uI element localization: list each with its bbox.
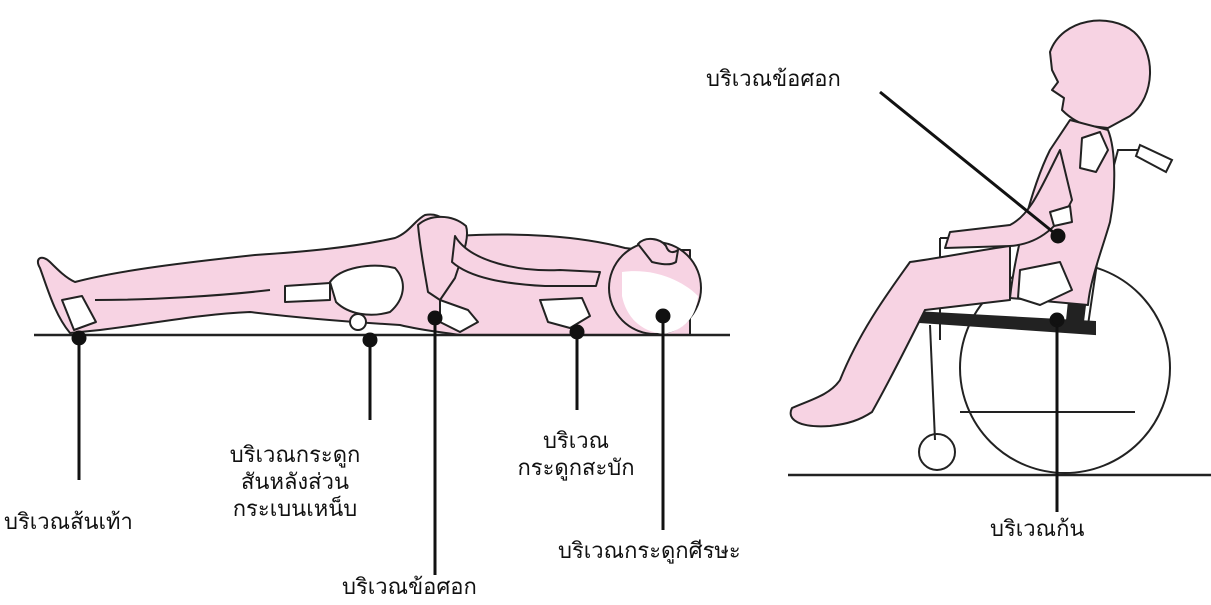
lying-figure (38, 214, 701, 335)
sitting-leg (791, 246, 1010, 426)
label-heel: บริเวณส้นเท้า (4, 509, 133, 536)
sitting-figure (791, 21, 1150, 427)
label-sacrum-line3: กระเบนเหน็บ (195, 496, 395, 523)
label-sacrum-line1: บริเวณกระดูก (195, 442, 395, 469)
label-scapula: บริเวณ กระดูกสะบัก (486, 428, 666, 482)
label-sacrum-line2: สันหลังส่วน (195, 469, 395, 496)
label-scapula-line1: บริเวณ (486, 428, 666, 455)
buttock-dot (1051, 314, 1063, 326)
elbow-lying-dot (429, 312, 441, 324)
heel-dot (73, 332, 85, 344)
wheelchair-caster (919, 434, 955, 470)
scapula-dot (571, 326, 583, 338)
label-buttock: บริเวณก้น (990, 516, 1084, 543)
sacrum-dot (364, 334, 376, 346)
label-occiput: บริเวณกระดูกศีรษะ (558, 538, 741, 565)
label-sacrum: บริเวณกระดูก สันหลังส่วน กระเบนเหน็บ (195, 442, 395, 523)
label-scapula-line2: กระดูกสะบัก (486, 455, 666, 482)
elbow-sitting-dot (1052, 230, 1064, 242)
occiput-dot (657, 310, 669, 322)
sitting-head (1050, 21, 1150, 128)
label-elbow-lying: บริเวณข้อศอก (342, 574, 477, 601)
label-elbow-sitting: บริเวณข้อศอก (706, 66, 841, 93)
